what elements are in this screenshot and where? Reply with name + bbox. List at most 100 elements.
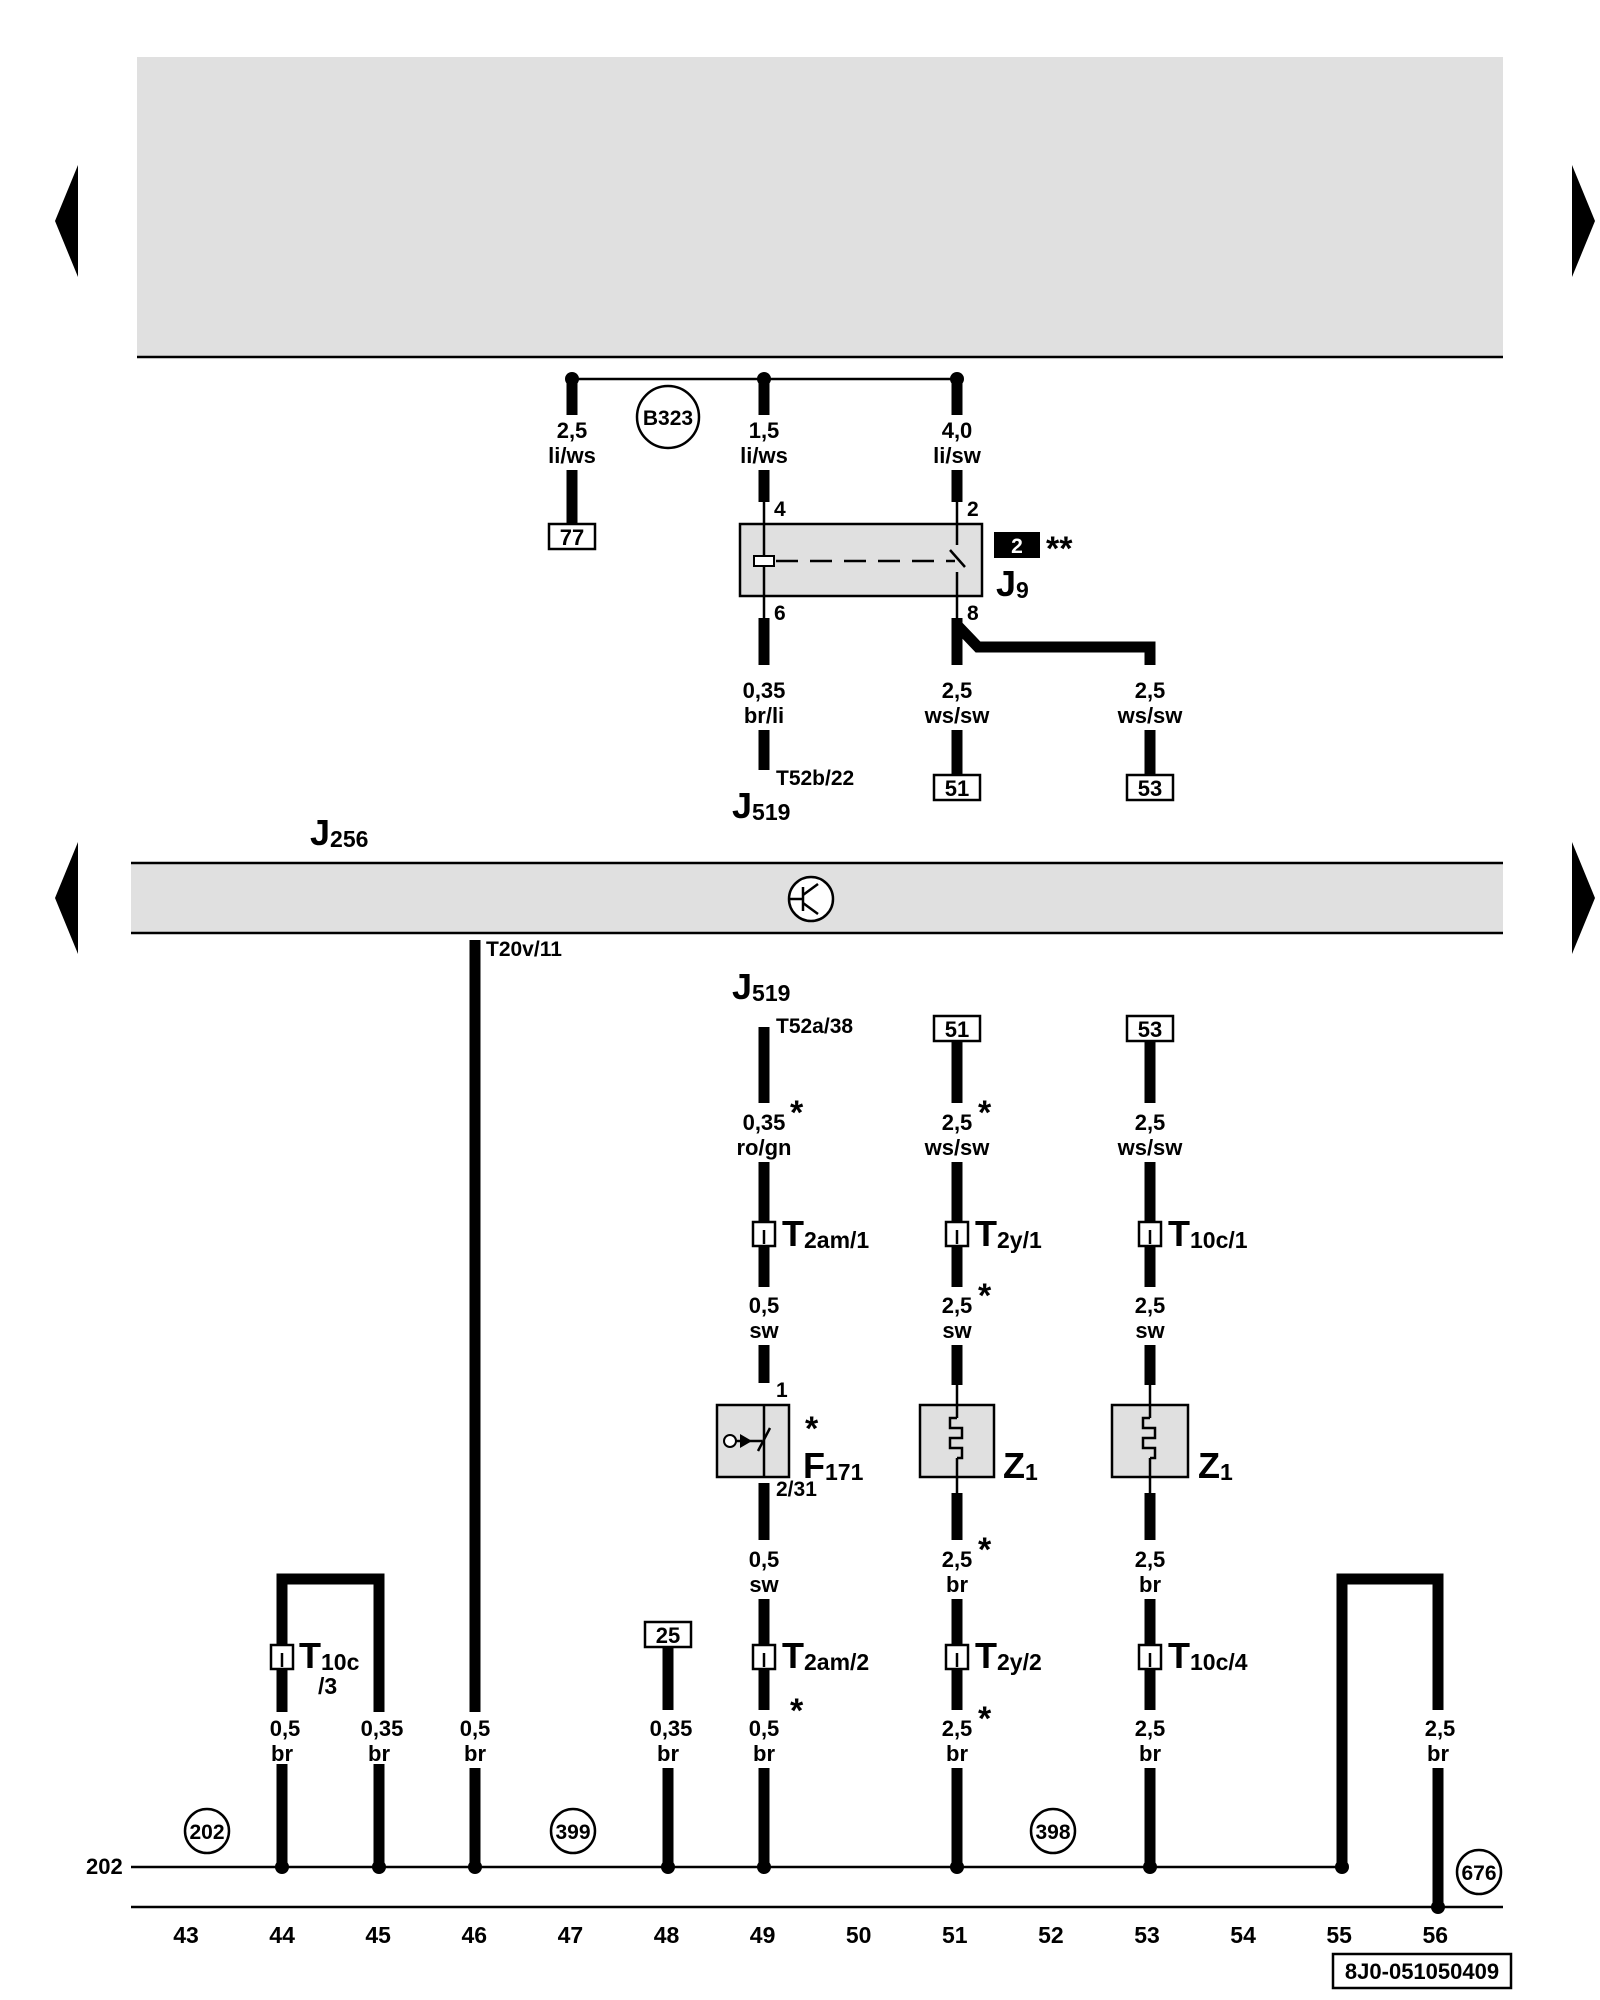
j9-pin-2: 2: [967, 498, 979, 521]
wire-color: br: [1427, 1741, 1449, 1766]
label-bg: [458, 1712, 494, 1764]
j9-pin-4: 4: [774, 498, 786, 521]
j519-mid-label: J519: [732, 966, 790, 1007]
wire-size: 0,35: [743, 1110, 786, 1135]
junction-dot: [950, 1860, 964, 1874]
wire-size: 2,5: [1135, 1293, 1166, 1318]
wire-color: ws/sw: [1117, 1135, 1184, 1160]
ground-point-398-label: 398: [1035, 1821, 1070, 1844]
wire-color: ws/sw: [924, 703, 991, 728]
ref-box-53[interactable]: [1125, 1014, 1175, 1043]
wire-star: *: [978, 1094, 992, 1132]
wire-star: *: [790, 1094, 804, 1132]
next-page-arrow-icon-lower[interactable]: [1572, 842, 1595, 954]
track-number: 47: [558, 1922, 584, 1948]
connector-t2am2-label: T2am/2: [782, 1635, 869, 1676]
track-number: 51: [942, 1922, 968, 1948]
wire-star: *: [978, 1531, 992, 1569]
ground-point-398: [1029, 1807, 1077, 1855]
wire-star: *: [790, 1692, 804, 1730]
wire-color: br: [1139, 1572, 1161, 1597]
wire-color: br: [464, 1741, 486, 1766]
transistor-icon: [802, 901, 819, 916]
ground-point-399: [549, 1807, 597, 1855]
wire-size: 0,35: [361, 1716, 404, 1741]
f171-mark: *: [805, 1410, 819, 1448]
track-number: 45: [365, 1922, 391, 1948]
wire-size: 0,5: [749, 1547, 780, 1572]
junction-dot: [275, 1860, 289, 1874]
wire-color: br: [1139, 1741, 1161, 1766]
wire-size: 2,5: [942, 1716, 973, 1741]
wire-color: br: [946, 1572, 968, 1597]
ref-box-77[interactable]: [547, 522, 597, 551]
wire-color: br: [657, 1741, 679, 1766]
ground-point-676: [1455, 1848, 1503, 1896]
next-page-arrow-icon[interactable]: [1572, 165, 1595, 277]
wire-color: br: [271, 1741, 293, 1766]
track-number: 44: [269, 1922, 295, 1948]
wire-size: 0,5: [749, 1293, 780, 1318]
ground-point-202-label: 202: [189, 1821, 224, 1844]
wire-size: 1,5: [749, 418, 780, 443]
connector-t10c3-label: T10c: [299, 1635, 360, 1676]
j519-top-pin: T52b/22: [776, 767, 854, 790]
wire-size: 2,5: [557, 418, 588, 443]
wire-color: li/sw: [933, 443, 982, 468]
switch-f171-icon: [723, 1434, 737, 1448]
connector-t2y1-label: T2y/1: [975, 1213, 1042, 1254]
track-number: 46: [462, 1922, 488, 1948]
track-number: 48: [654, 1922, 680, 1948]
wire-size: 2,5: [1135, 678, 1166, 703]
relay-j9-badge: [994, 532, 1040, 558]
j519-top-label: J519: [732, 785, 790, 826]
heater-resistor-icon: [948, 1416, 964, 1460]
j9-pin-6: 6: [774, 602, 786, 625]
track-number: 54: [1230, 1922, 1256, 1948]
wire-size: 0,35: [743, 678, 786, 703]
relay-j9-mark: **: [1046, 530, 1073, 568]
j519-mid-pin: T52a/38: [776, 1015, 853, 1038]
prev-page-arrow-icon-lower[interactable]: [55, 842, 78, 954]
prev-page-arrow-icon[interactable]: [55, 165, 78, 277]
wire-size: 0,5: [270, 1716, 301, 1741]
wire-size: 2,5: [1135, 1716, 1166, 1741]
wire-color: ws/sw: [1117, 703, 1184, 728]
wire-star: *: [978, 1700, 992, 1738]
relay-coil-icon: [753, 555, 775, 567]
track-number: 49: [750, 1922, 776, 1948]
wire-branch: [953, 621, 1156, 665]
junction-dot: [661, 1860, 675, 1874]
wire-color: sw: [1135, 1318, 1165, 1343]
wire-size: 2,5: [1135, 1547, 1166, 1572]
wire-color: li/ws: [548, 443, 596, 468]
ref-box-77-label: 77: [560, 525, 584, 550]
connection-b323-circle: [635, 384, 701, 450]
wire-loop: [1336, 1573, 1444, 1867]
track-number: 52: [1038, 1922, 1064, 1948]
label-bg: [352, 1712, 406, 1764]
connection-b323-label: B323: [643, 407, 693, 430]
wire-color: li/ws: [740, 443, 788, 468]
f171-pin-top: 1: [776, 1379, 788, 1402]
connector-t2am1-label: T2am/1: [782, 1213, 869, 1254]
wire-size: 2,5: [942, 1110, 973, 1135]
connector-t10c4-label: T10c/4: [1168, 1635, 1248, 1676]
ref-box-53-label: 53: [1138, 1017, 1162, 1042]
track-number: 56: [1423, 1922, 1449, 1948]
heater-resistor-icon: [1141, 1416, 1157, 1460]
wire-size: 0,5: [460, 1716, 491, 1741]
ref-box-53[interactable]: [1125, 773, 1175, 802]
ref-box-53-label: 53: [1138, 776, 1162, 801]
wire-color: br: [368, 1741, 390, 1766]
ground-line-ref: 202: [86, 1854, 123, 1879]
junction-dot: [372, 1860, 386, 1874]
switch-f171-icon: [756, 1427, 772, 1452]
relay-j9-label: J9: [996, 563, 1029, 604]
junction-dot: [1335, 1860, 1349, 1874]
ref-box-51[interactable]: [932, 773, 982, 802]
j256-label: J256: [310, 812, 368, 853]
track-number: 43: [173, 1922, 199, 1948]
wire-color: ws/sw: [924, 1135, 991, 1160]
